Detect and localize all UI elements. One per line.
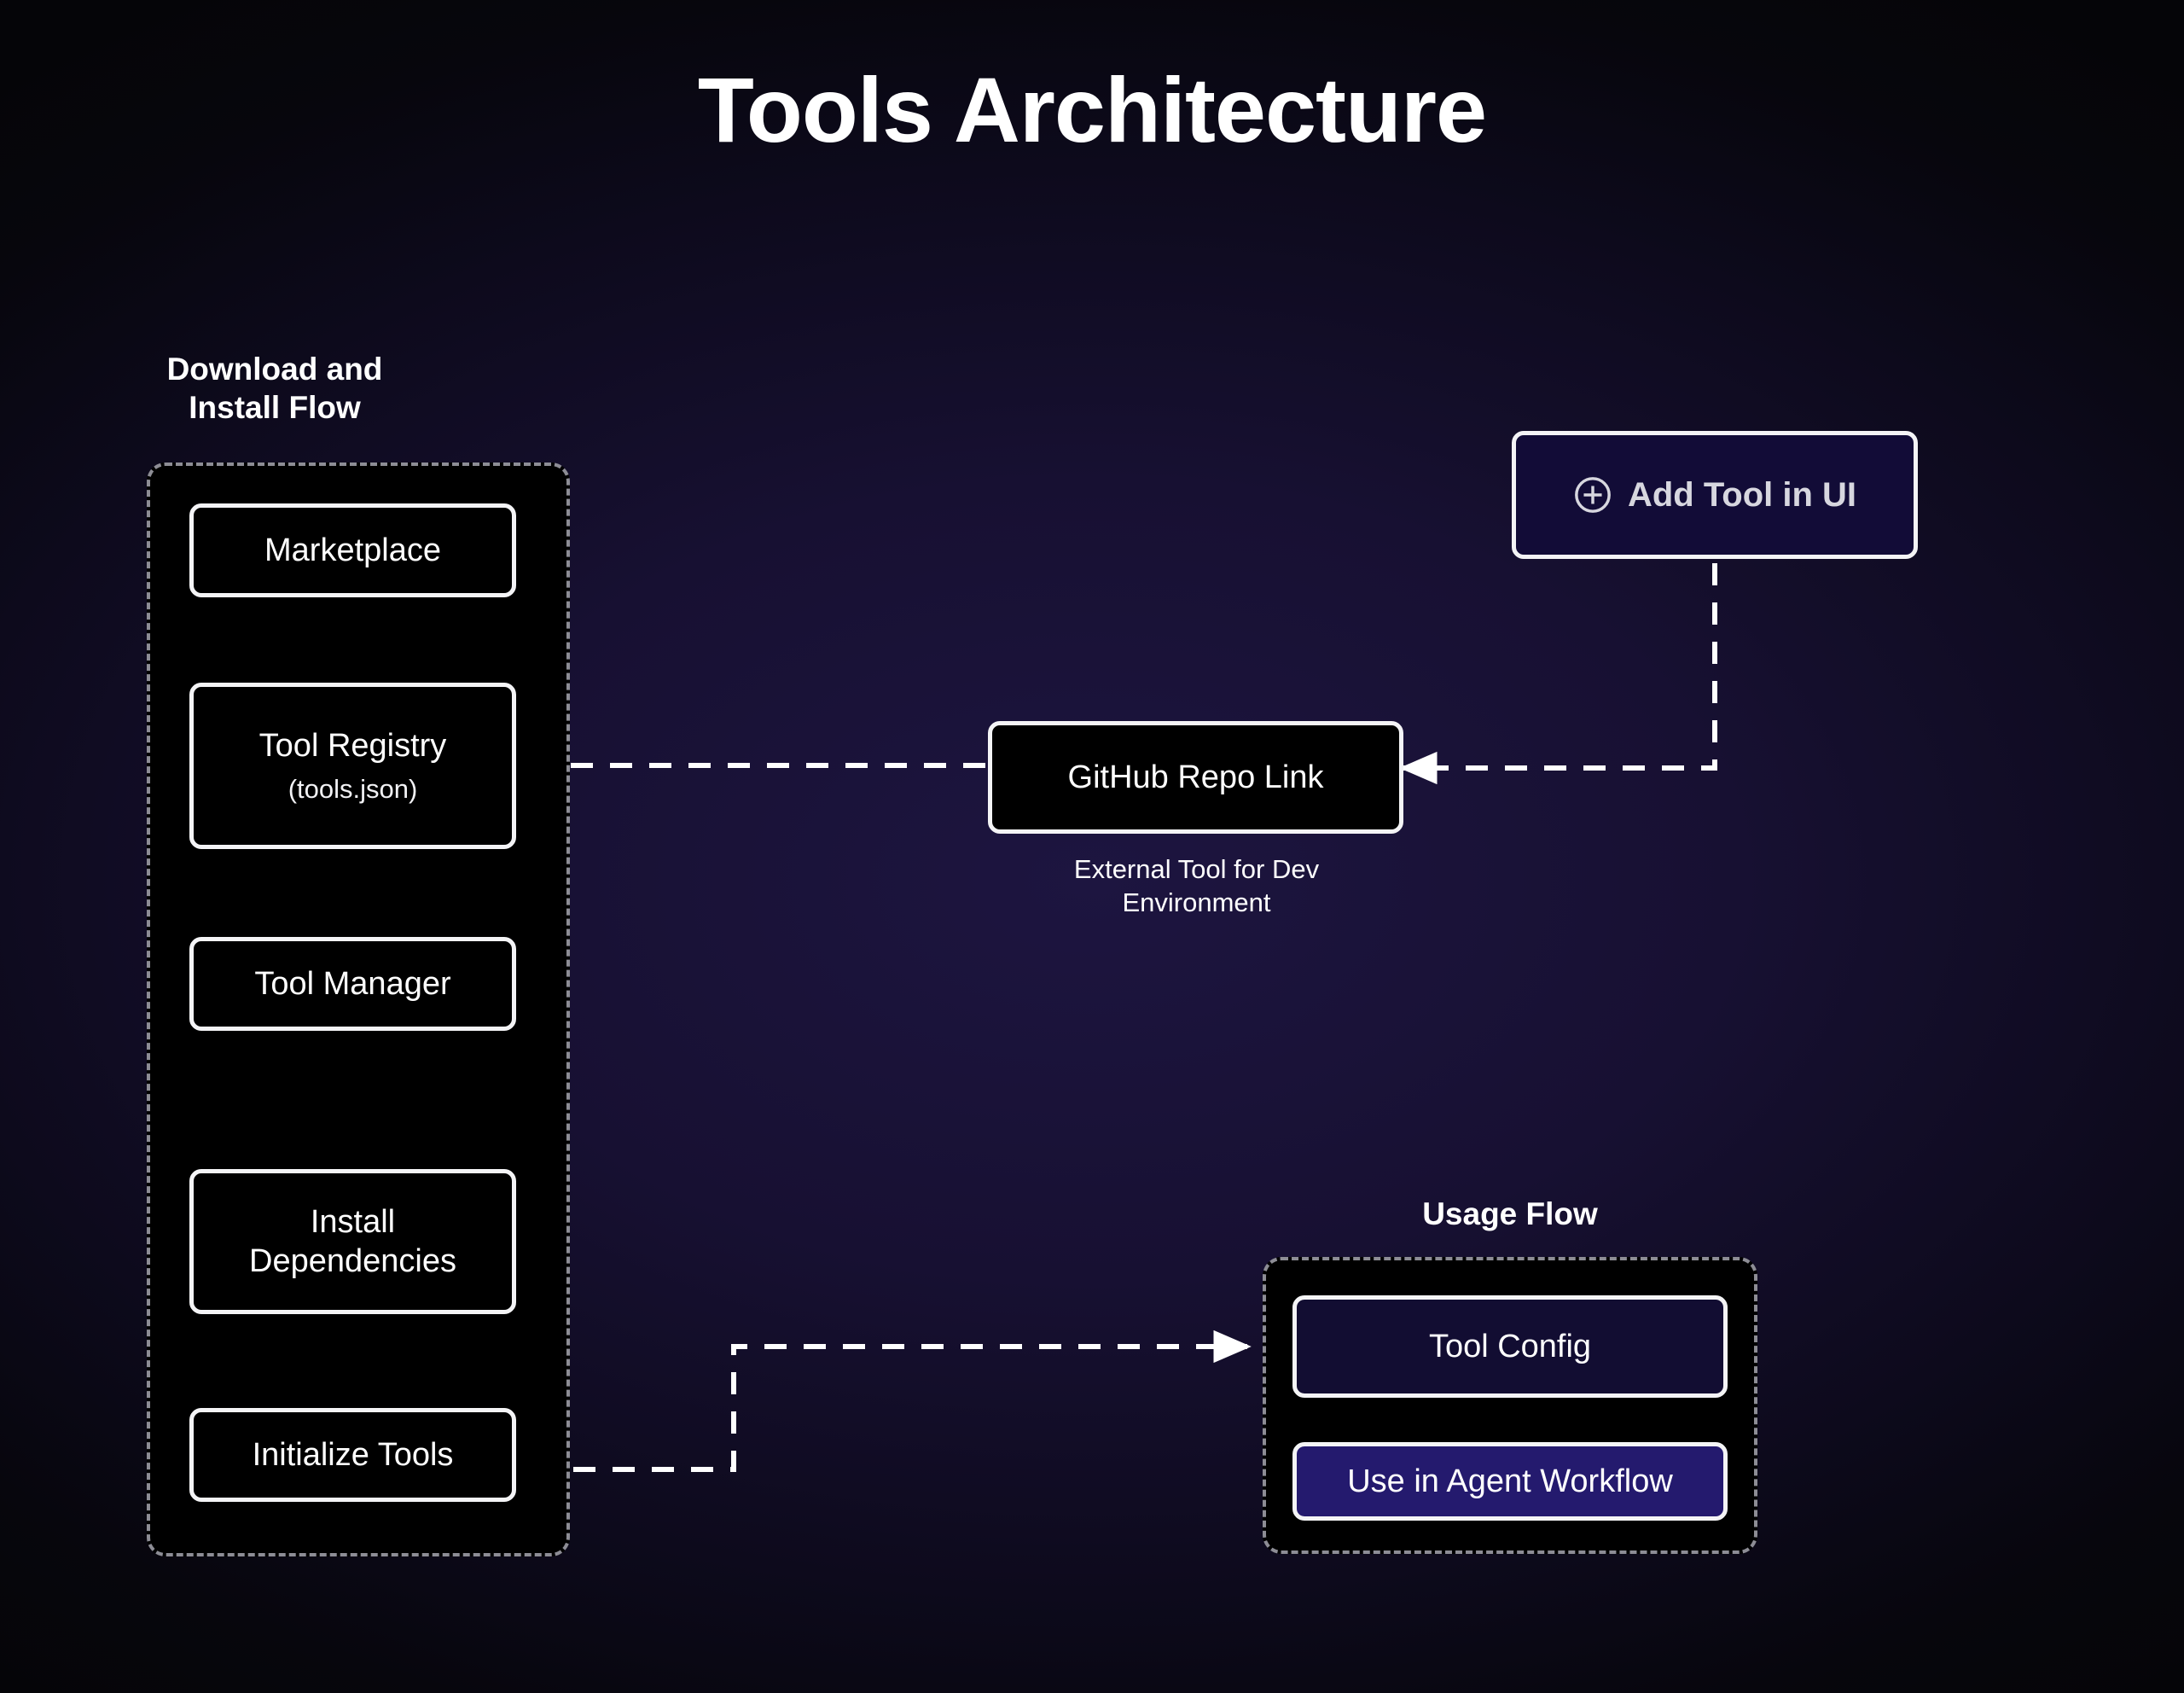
node-github-repo-link-label: GitHub Repo Link <box>1067 759 1324 795</box>
github-repo-link-caption-line1: External Tool for Dev <box>1073 854 1320 884</box>
node-initialize-tools[interactable]: Initialize Tools <box>189 1408 516 1502</box>
wire-add-tool-to-github <box>1399 563 1717 785</box>
wire-initialize-tools-to-tool-config <box>573 1329 1252 1472</box>
node-initialize-tools-label: Initialize Tools <box>252 1436 454 1473</box>
node-tool-registry-sublabel: (tools.json) <box>288 773 418 804</box>
node-tool-registry[interactable]: Tool Registry (tools.json) <box>189 683 516 849</box>
add-tool-in-ui-button[interactable]: Add Tool in UI <box>1512 431 1918 559</box>
add-tool-in-ui-label: Add Tool in UI <box>1627 475 1857 514</box>
node-install-dependencies-line2: Dependencies <box>249 1243 456 1279</box>
node-tool-registry-label: Tool Registry <box>258 728 447 765</box>
group-label-install-flow: Download and Install Flow <box>147 350 403 427</box>
page-title: Tools Architecture <box>697 58 1487 161</box>
node-marketplace-label: Marketplace <box>264 532 441 568</box>
node-install-dependencies[interactable]: Install Dependencies <box>189 1169 516 1314</box>
group-label-install-flow-line1: Download and <box>166 352 383 387</box>
node-tool-config[interactable]: Tool Config <box>1292 1295 1728 1398</box>
node-install-dependencies-line1: Install <box>310 1203 396 1240</box>
node-use-in-agent-workflow-label: Use in Agent Workflow <box>1347 1463 1673 1499</box>
github-repo-link-caption: External Tool for Dev Environment <box>964 853 1429 920</box>
group-label-usage-flow: Usage Flow <box>1422 1196 1598 1231</box>
node-tool-manager[interactable]: Tool Manager <box>189 937 516 1031</box>
node-tool-config-label: Tool Config <box>1428 1328 1592 1364</box>
node-marketplace[interactable]: Marketplace <box>189 503 516 597</box>
plus-circle-icon <box>1575 477 1611 513</box>
node-use-in-agent-workflow[interactable]: Use in Agent Workflow <box>1292 1442 1728 1521</box>
node-github-repo-link[interactable]: GitHub Repo Link <box>988 721 1403 834</box>
group-label-install-flow-line2: Install Flow <box>189 390 361 426</box>
github-repo-link-caption-line2: Environment <box>1122 887 1271 917</box>
node-tool-manager-label: Tool Manager <box>254 965 451 1002</box>
